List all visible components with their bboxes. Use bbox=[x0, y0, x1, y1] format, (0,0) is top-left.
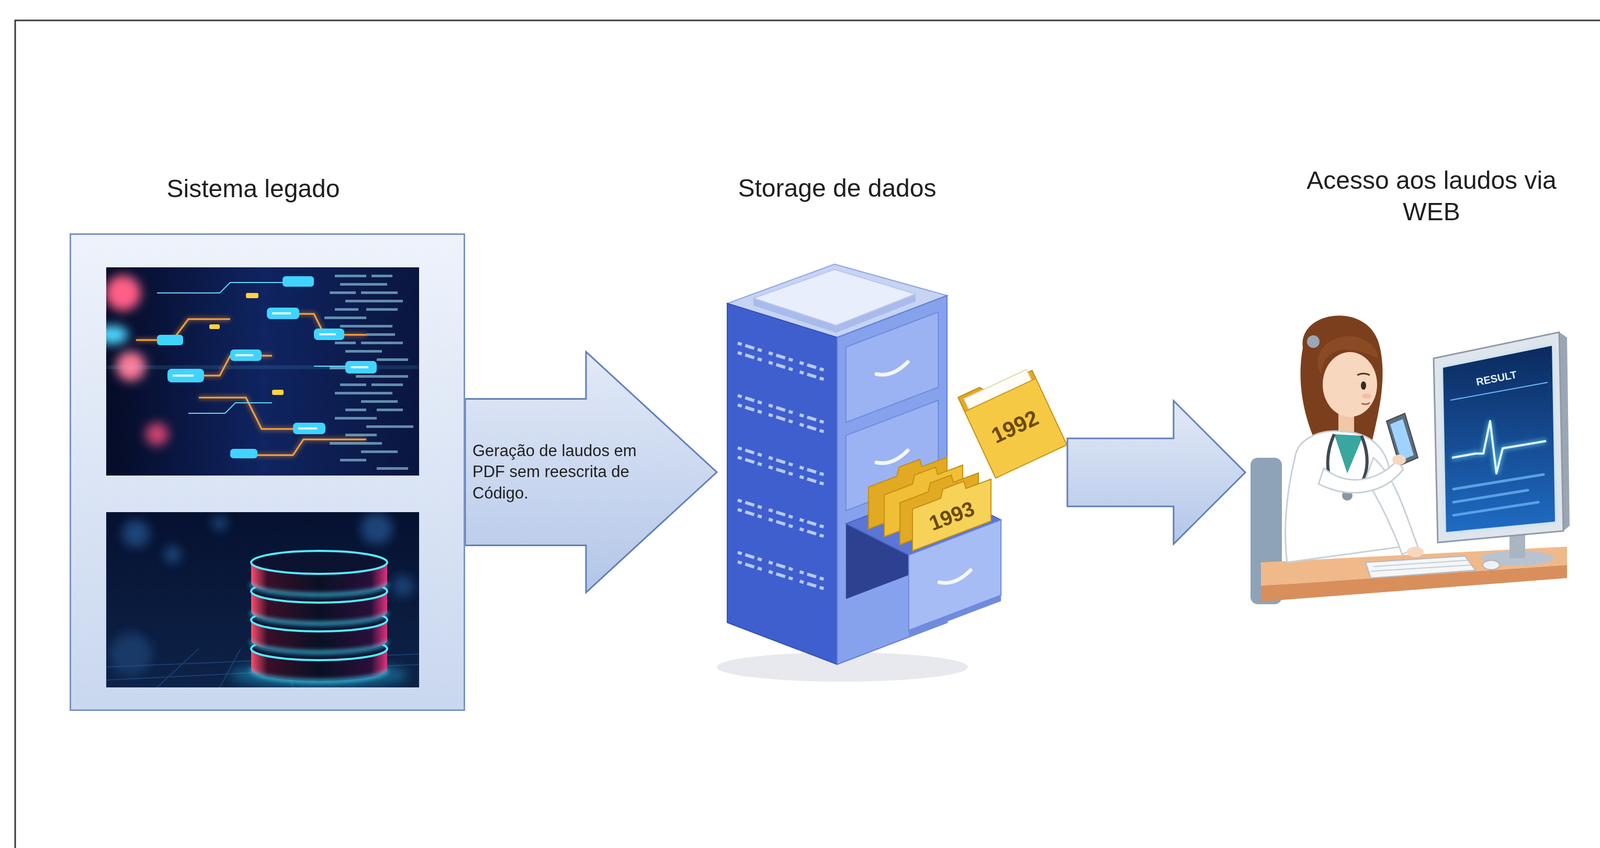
doctor-at-computer bbox=[1250, 315, 1570, 605]
filing-cabinet bbox=[716, 264, 1001, 682]
web-access-node: Acesso aos laudos via WEB bbox=[1245, 300, 1570, 645]
heading-wrap: Sistema legado bbox=[166, 173, 341, 205]
heading-wrap: Storage de dados bbox=[738, 172, 937, 205]
edge-label-wrap: Geração de laudos em PDF sem reescrita d… bbox=[472, 440, 661, 504]
edge-label: Geração de laudos em PDF sem reescrita d… bbox=[472, 440, 661, 504]
block-arrow bbox=[1067, 400, 1246, 545]
node-heading: Sistema legado bbox=[166, 173, 341, 205]
folder-year-label: 1993 bbox=[926, 497, 978, 536]
block-arrow bbox=[465, 352, 717, 593]
folder-year-label: 1992 bbox=[987, 405, 1043, 448]
legacy-box-fill bbox=[69, 233, 466, 712]
screen-label: RESULT bbox=[1474, 368, 1518, 389]
code-network-image bbox=[106, 267, 420, 476]
database-image bbox=[106, 512, 420, 688]
label-wrap: 1992 bbox=[987, 405, 1043, 448]
page-frame bbox=[15, 20, 1600, 848]
floating-folder bbox=[958, 364, 1067, 478]
legacy-system-box: Sistema legado bbox=[69, 233, 466, 712]
label-wrap: 1993 bbox=[926, 497, 978, 536]
node-heading: Acesso aos laudos via WEB bbox=[1305, 164, 1558, 228]
heading-wrap: Acesso aos laudos via WEB bbox=[1305, 164, 1558, 228]
node-heading: Storage de dados bbox=[738, 172, 937, 205]
storage-node: Storage de dados bbox=[716, 224, 1068, 720]
label-wrap: RESULT bbox=[1474, 368, 1518, 389]
